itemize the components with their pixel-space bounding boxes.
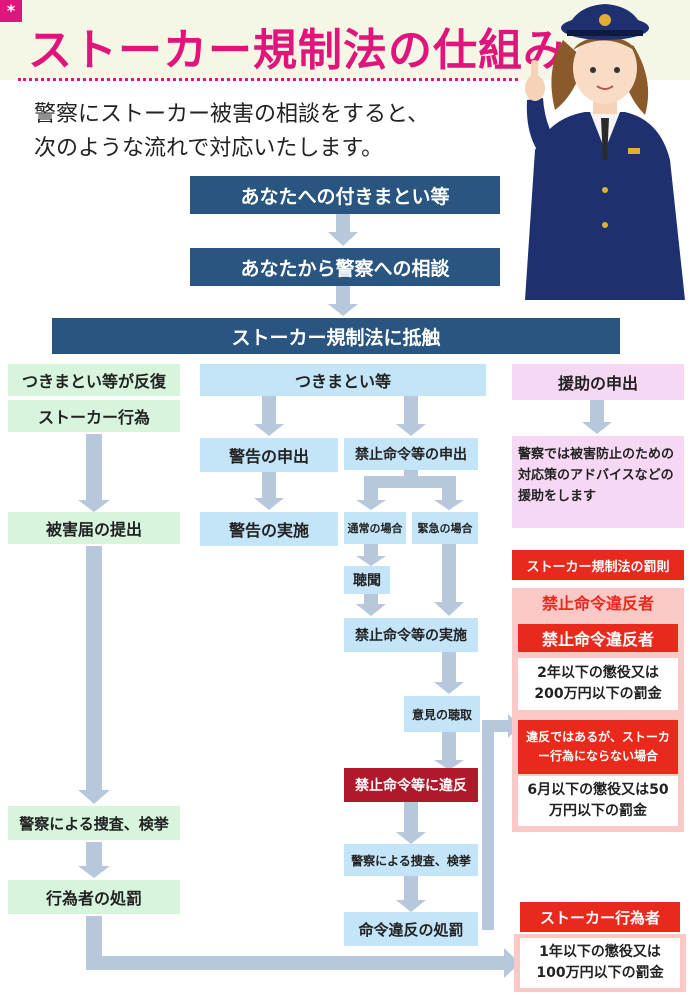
left-repeat: つきまとい等が反復: [8, 364, 180, 396]
penalty-1: 2年以下の懲役又は200万円以下の罰金: [518, 658, 678, 710]
penalty-not-stalker-case: 違反ではあるが、ストーカー行為にならない場合: [518, 720, 678, 774]
intro-text: 警察にストーカー被害の相談をすると、 次のような流れで対応いたします。: [34, 98, 429, 166]
flow-step-stalking: あなたへの付きまとい等: [190, 176, 500, 214]
flow-step-violation-of-law: ストーカー規制法に抵触: [52, 318, 620, 354]
mid-violation-punishment: 命令違反の処罰: [344, 912, 478, 946]
mid-emergency-case: 緊急の場合: [412, 512, 478, 544]
left-investigation: 警察による捜査、検挙: [8, 806, 180, 840]
mid-hearing: 聴聞: [344, 566, 390, 594]
corner-mark: *: [0, 0, 22, 22]
page-title: ストーカー規制法の仕組み: [28, 25, 568, 76]
mid-header: つきまとい等: [200, 364, 486, 396]
title-divider: [18, 78, 518, 81]
penalty-2: 6月以下の懲役又は50万円以下の罰金: [518, 776, 678, 826]
mid-prohibition-request: 禁止命令等の申出: [344, 438, 478, 470]
mid-investigation: 警察による捜査、検挙: [344, 844, 478, 876]
penalty-3: 1年以下の懲役又は100万円以下の罰金: [520, 938, 680, 988]
intro-line-2: 次のような流れで対応いたします。: [34, 136, 384, 161]
police-officer-illustration: [525, 4, 685, 300]
mid-warning-request: 警告の申出: [200, 438, 338, 472]
left-stalker-act: ストーカー行為: [8, 400, 180, 432]
mid-opinion-hearing: 意見の聴取: [404, 696, 480, 732]
intro-line-1: 警察にストーカー被害の相談をすると、: [34, 102, 430, 127]
mid-warning-issue: 警告の実施: [200, 512, 338, 546]
right-assist-text: 警察では被害防止のための対応策のアドバイスなどの援助をします: [512, 436, 684, 528]
left-damage-report: 被害届の提出: [8, 512, 180, 544]
mid-prohibition-issue: 禁止命令等の実施: [344, 618, 478, 652]
mid-violation: 禁止命令等に違反: [344, 768, 478, 802]
penalty-header: ストーカー規制法の罰則: [512, 550, 684, 580]
flow-step-consultation: あなたから警察への相談: [190, 248, 500, 286]
penalty-violator-title: 禁止命令違反者: [541, 594, 654, 613]
penalty-stalker-badge: ストーカー行為者: [520, 902, 680, 932]
mid-normal-case: 通常の場合: [344, 512, 406, 544]
right-assist-header: 援助の申出: [512, 364, 684, 400]
penalty-violator-badge: 禁止命令違反者: [518, 624, 678, 652]
left-punishment: 行為者の処罰: [8, 880, 180, 914]
